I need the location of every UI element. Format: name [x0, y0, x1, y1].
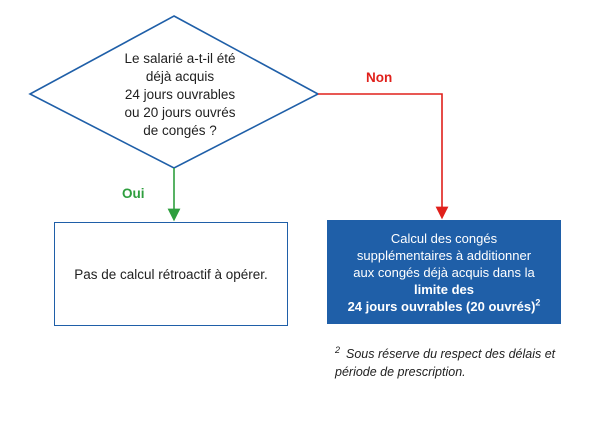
outcome-no-box: Calcul des congés supplémentaires à addi…: [327, 220, 561, 324]
decision-line-3: 24 jours ouvrables: [124, 87, 236, 102]
outcome-no-footnote-mark: 2: [535, 297, 541, 308]
outcome-no-line-1: Calcul des congés: [390, 230, 498, 246]
decision-line-4: ou 20 jours ouvrés: [124, 105, 236, 120]
outcome-no-bold-line-2: 24 jours ouvrables (20 ouvrés): [347, 298, 536, 314]
outcome-no-line-3: aux congés déjà acquis dans la: [353, 264, 535, 280]
outcome-yes-text: Pas de calcul rétroactif à opérer.: [74, 266, 268, 282]
outcome-no-bold-line-1: limite des: [414, 281, 474, 297]
footnote-text: Sous réserve du respect des délais et pé…: [335, 347, 556, 380]
no-label: Non: [366, 70, 393, 85]
decision-line-2: déjà acquis: [145, 69, 215, 84]
outcome-no-line-2: supplémentaires à additionner: [356, 247, 532, 263]
decision-question: Le salarié a-t-il été déjà acquis 24 jou…: [95, 50, 265, 140]
outcome-yes-box: Pas de calcul rétroactif à opérer.: [54, 222, 288, 326]
footnote-mark: 2: [335, 345, 341, 355]
decision-line-1: Le salarié a-t-il été: [124, 51, 236, 66]
yes-label: Oui: [122, 186, 145, 201]
decision-line-5: de congés ?: [143, 123, 217, 138]
outcome-no-bold-line-2-wrap: 24 jours ouvrables (20 ouvrés)2: [348, 298, 541, 315]
no-arrow: [318, 93, 449, 220]
